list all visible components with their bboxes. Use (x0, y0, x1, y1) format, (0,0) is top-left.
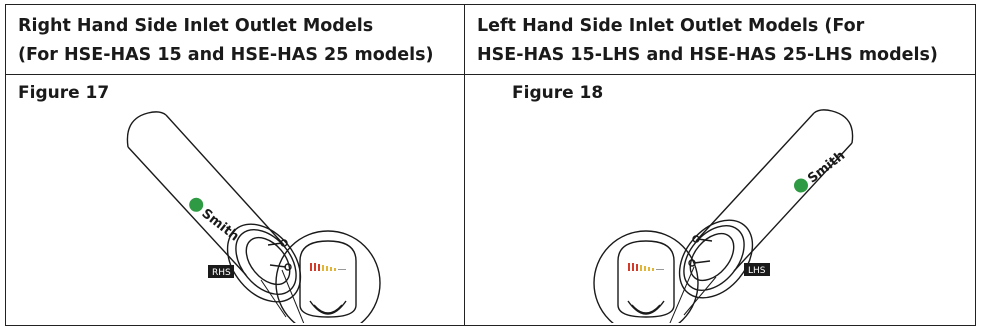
lhs-tag-bg (744, 263, 770, 276)
right-header-line1: Left Hand Side Inlet Outlet Models (For (477, 16, 865, 36)
figure-18-label: Figure 18 (512, 83, 604, 103)
rhs-tag: RHS (212, 268, 231, 278)
brand-text: Smith (199, 206, 242, 244)
rhs-tag-bg (208, 265, 234, 278)
left-header-line1: Right Hand Side Inlet Outlet Models (18, 16, 374, 36)
instruction-table: Right Hand Side Inlet Outlet Models (For… (5, 4, 976, 326)
brand-text: Smith (805, 148, 848, 186)
left-header-cell: Right Hand Side Inlet Outlet Models (For… (6, 5, 464, 74)
ao-smith-logo: Smith (794, 148, 848, 193)
column-divider (464, 5, 465, 325)
ao-smith-logo: Smith (189, 197, 242, 244)
rhs-heater-illustration: Smith RHS (126, 111, 381, 323)
right-header-cell: Left Hand Side Inlet Outlet Models (For … (465, 5, 975, 74)
row-divider (6, 74, 975, 75)
figure-17-label: Figure 17 (18, 83, 110, 103)
lhs-tag: LHS (748, 266, 766, 276)
left-header-line2: (For HSE-HAS 15 and HSE-HAS 25 models) (18, 45, 434, 65)
lhs-heater-illustration: Smith LHS (593, 109, 854, 323)
right-header-line2: HSE-HAS 15-LHS and HSE-HAS 25-LHS models… (477, 45, 938, 65)
